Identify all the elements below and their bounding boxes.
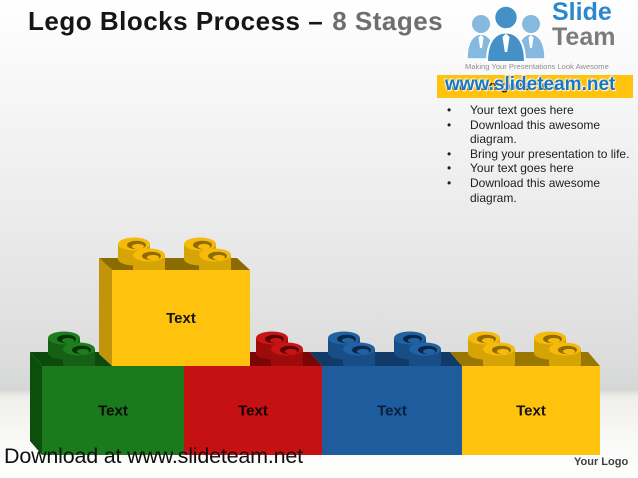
logo-tagline: Making Your Presentations Look Awesome: [465, 62, 609, 71]
download-link[interactable]: Download at www.slideteam.net: [4, 444, 303, 468]
slide-title[interactable]: Lego Blocks Process – 8 Stages: [28, 6, 443, 37]
brick-label: Text: [377, 403, 407, 420]
slideteam-logo: Slide Team Making Your Presentations Loo…: [464, 0, 638, 75]
people-icon: [466, 5, 546, 63]
logo-word-team: Team: [552, 23, 616, 51]
brick-label: Text: [98, 403, 128, 420]
bullet-item: Bring your presentation to life.: [437, 147, 633, 162]
lego-brick-top-yellow[interactable]: Text: [99, 237, 250, 367]
slide-title-suffix: 8 Stages: [332, 6, 444, 36]
logo-wordmark: Slide Team: [552, 0, 615, 50]
logo-word-slide: Slide: [552, 0, 612, 26]
slideteam-watermark: www.slideteam.net: [445, 74, 616, 95]
brick-label: Text: [166, 310, 196, 327]
slide-title-main: Lego Blocks Process –: [28, 6, 324, 36]
text-callout: Your text goes here www.slideteam.net Yo…: [437, 74, 633, 205]
lego-brick-yellow[interactable]: Text: [450, 331, 600, 456]
bullet-item: Download this awesome diagram.: [437, 118, 633, 147]
callout-header-placeholder[interactable]: Your text goes here: [437, 75, 633, 98]
bullet-item: Your text goes here: [437, 103, 633, 118]
brick-label: Text: [516, 403, 546, 420]
bullet-item: Download this awesome diagram.: [437, 176, 633, 205]
lego-brick-blue[interactable]: Text: [310, 331, 462, 456]
bullet-list[interactable]: Your text goes hereDownload this awesome…: [437, 103, 633, 205]
brick-label: Text: [238, 403, 268, 420]
bullet-item: Your text goes here: [437, 161, 633, 176]
your-logo-placeholder[interactable]: Your Logo: [574, 456, 629, 468]
